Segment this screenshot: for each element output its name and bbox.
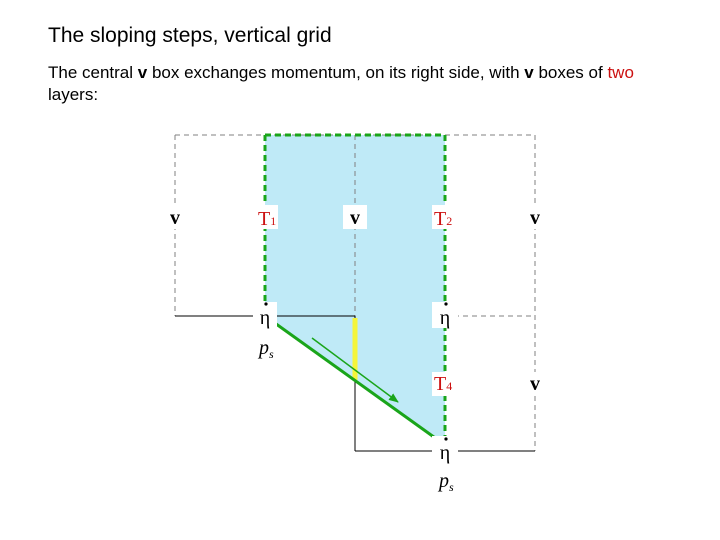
t1-subscript: 1	[270, 214, 276, 228]
t1-letter: T	[258, 208, 270, 230]
v-center-label: v	[350, 207, 360, 229]
v-right-bg	[526, 205, 544, 229]
eta-dot-left-marker	[264, 302, 268, 306]
t4-bg	[432, 372, 458, 396]
page-title: The sloping steps, vertical grid	[48, 24, 332, 47]
eta-dot-mid-marker	[444, 302, 448, 306]
eta-left-bg	[253, 302, 277, 328]
v-right-lower-bg	[526, 372, 544, 396]
t4-subscript: 4	[446, 379, 452, 393]
desc-text-4: layers:	[48, 85, 99, 104]
ps-left-label: ps	[257, 337, 274, 361]
v-right-label: v	[530, 207, 540, 229]
v-left-bg	[165, 205, 185, 229]
t2-label: T2	[434, 208, 452, 230]
v-center-bg	[343, 205, 367, 229]
ps-bottom-letter: p	[437, 470, 449, 492]
eta-dot-left-label: η	[260, 307, 270, 329]
desc-text-3: boxes of	[533, 63, 608, 82]
desc-text-1: The central	[48, 63, 138, 82]
eta-dot-mid-label: η	[440, 307, 450, 329]
eta-mid-bg	[432, 302, 458, 328]
desc-bold-v-1: v	[137, 63, 148, 82]
v-right-lower-label: v	[530, 373, 540, 395]
t4-label: T4	[434, 373, 452, 395]
ps-bottom-subscript: s	[449, 480, 454, 494]
desc-text-2: box exchanges momentum, on its right sid…	[147, 63, 525, 82]
diagram-labels: v v v v T1 T2 T4 η η η ps ps	[170, 207, 540, 494]
eta-bottom-bg	[432, 436, 458, 462]
eta-dot-bottom-marker	[444, 437, 448, 441]
desc-bold-v-2: v	[524, 63, 534, 82]
desc-highlight-two: two	[607, 63, 634, 82]
eta-dot-bottom-label: η	[440, 442, 450, 464]
ps-bottom-label: ps	[437, 470, 454, 494]
t4-letter: T	[434, 373, 446, 395]
t2-letter: T	[434, 208, 446, 230]
description: The central v box exchanges momentum, on…	[48, 62, 688, 106]
t1-bg	[256, 205, 278, 229]
ps-left-subscript: s	[269, 347, 274, 361]
flow-arrow	[311, 337, 399, 403]
t2-subscript: 2	[446, 214, 452, 228]
sloping-bottom-line	[264, 314, 446, 447]
t2-bg	[432, 205, 458, 229]
t1-label: T1	[258, 208, 276, 230]
ps-left-letter: p	[257, 337, 269, 359]
label-backgrounds	[165, 205, 544, 462]
v-left-label: v	[170, 207, 180, 229]
